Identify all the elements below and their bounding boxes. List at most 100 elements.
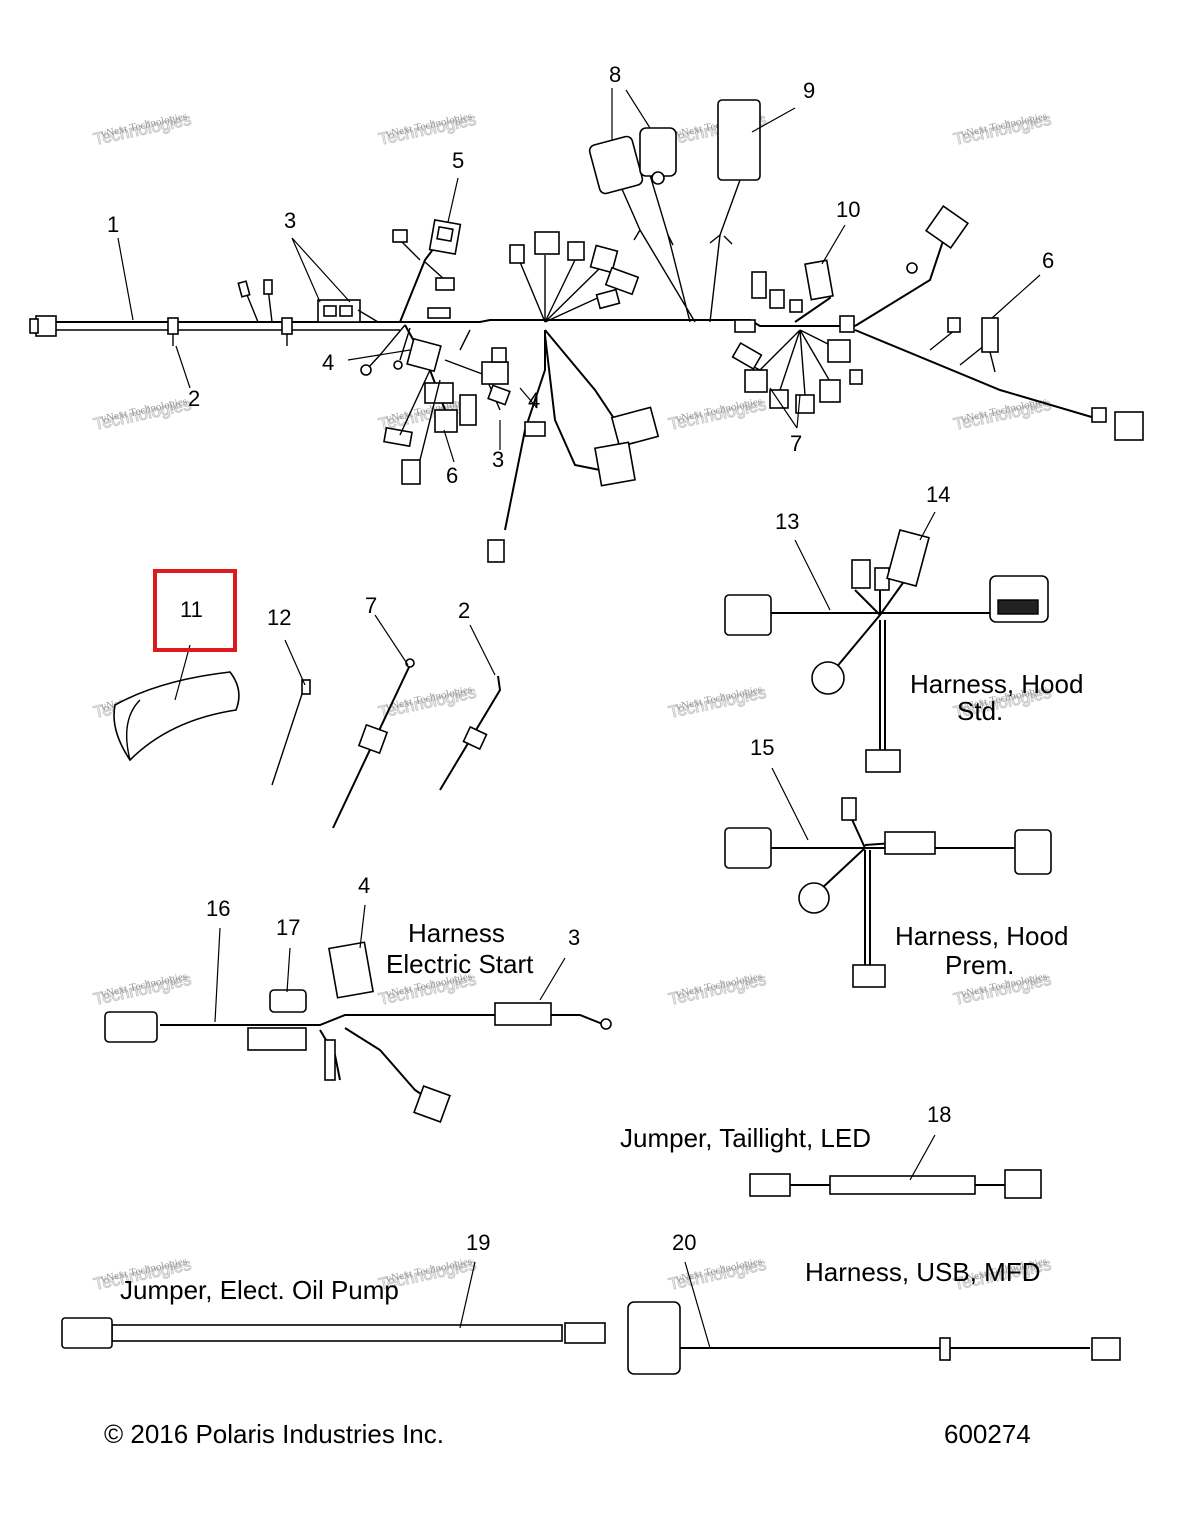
caption-estart-line1: Harness — [408, 918, 505, 948]
caption-hood-std-line1: Harness, Hood — [910, 669, 1083, 699]
usb-connector-20 — [627, 1301, 681, 1375]
callout-19: 19 — [466, 1230, 490, 1255]
connector-15-right — [1014, 829, 1052, 875]
callout-16: 16 — [206, 896, 230, 921]
callout-10: 10 — [836, 197, 860, 222]
connector-3-estart — [494, 1002, 552, 1026]
watermark: Technologies vNext Technologies — [91, 109, 193, 149]
highlight-box-item-11 — [153, 569, 237, 652]
callout-11: 11 — [180, 597, 203, 622]
connector-16 — [104, 1011, 158, 1043]
connector-10 — [804, 259, 834, 301]
caption-estart-line2: Electric Start — [386, 949, 534, 979]
connector-3-top — [317, 299, 379, 323]
watermark: Technologies vNext Technologies — [91, 969, 193, 1009]
jumper-19-connector-right — [564, 1322, 606, 1344]
caption-oil-pump: Jumper, Elect. Oil Pump — [120, 1275, 399, 1305]
connector-15-left — [724, 827, 772, 869]
main-harness — [29, 99, 1144, 563]
callout-20: 20 — [672, 1230, 696, 1255]
sensor-8a — [588, 135, 644, 195]
relay-4 — [328, 941, 374, 999]
connector-large — [610, 406, 660, 448]
callout-3: 3 — [492, 447, 504, 472]
callout-5: 5 — [452, 148, 464, 173]
callout-4: 4 — [358, 873, 370, 898]
connector-13-left — [724, 594, 772, 636]
callout-17: 17 — [276, 915, 300, 940]
caption-hood-prem-line2: Prem. — [945, 950, 1014, 980]
main-harness-end-connector — [35, 315, 57, 337]
callout-18: 18 — [927, 1102, 951, 1127]
callout-1: 1 — [107, 212, 119, 237]
jumper-18-connector-left — [749, 1173, 791, 1197]
watermark: Technologies vNext Technologies — [666, 394, 768, 434]
caption-hood-prem-line1: Harness, Hood — [895, 921, 1068, 951]
watermark: Technologies vNext Technologies — [666, 969, 768, 1009]
callout-12: 12 — [267, 605, 291, 630]
callout-7: 7 — [790, 431, 802, 456]
watermark: Technologies vNext Technologies — [951, 109, 1053, 149]
figure-number: 600274 — [944, 1419, 1031, 1449]
callout-4: 4 — [322, 350, 334, 375]
harness-hood-std — [724, 528, 1049, 773]
sensor-9 — [717, 99, 761, 181]
convoluted-sleeve-11 — [113, 671, 240, 762]
callout-2: 2 — [188, 386, 200, 411]
jumper-19-connector-left — [61, 1317, 113, 1349]
jumper-18-connector-right — [1004, 1169, 1042, 1199]
ring-terminal-4 — [360, 364, 372, 376]
connector-6-right — [981, 317, 999, 353]
leader-lines — [117, 88, 1041, 1349]
footer: © 2016 Polaris Industries Inc. 600274 — [104, 1419, 1031, 1449]
callout-9: 9 — [803, 78, 815, 103]
caption-hood-std-line2: Std. — [957, 696, 1003, 726]
center-connector — [534, 231, 560, 255]
main-harness-trunk — [55, 319, 855, 327]
connector-bottom — [487, 539, 505, 563]
connector-7-cluster — [744, 369, 768, 393]
callout-7: 7 — [365, 593, 377, 618]
jumper-19-sleeve — [111, 1324, 563, 1342]
callout-13: 13 — [775, 509, 799, 534]
connector-3-branch — [481, 361, 509, 385]
harness-usb — [627, 1301, 1121, 1375]
usb-port — [1091, 1337, 1121, 1361]
captions: Harness, Hood Std. Harness, Hood Prem. H… — [120, 669, 1083, 1305]
round-connector — [811, 661, 845, 695]
jumper-18-sleeve — [829, 1175, 976, 1195]
callout-14: 14 — [926, 482, 950, 507]
callout-2: 2 — [458, 598, 470, 623]
watermark: Technologies vNext Technologies — [666, 682, 768, 722]
callouts: 1 2 3 4 5 6 6 3 4 7 8 9 10 11 12 7 2 13 … — [107, 62, 1054, 1255]
harness-hood-prem — [724, 797, 1052, 988]
callout-3: 3 — [568, 925, 580, 950]
watermark: Technologies vNext Technologies — [666, 1254, 768, 1294]
callout-8: 8 — [609, 62, 621, 87]
loose-parts — [113, 658, 502, 829]
ecu-connector — [989, 575, 1049, 623]
caption-taillight: Jumper, Taillight, LED — [620, 1123, 871, 1153]
callout-3: 3 — [284, 208, 296, 233]
fuse-holder-17 — [269, 989, 307, 1013]
watermark: Technologies vNext Technologies — [376, 109, 478, 149]
caption-usb: Harness, USB, MFD — [805, 1257, 1041, 1287]
jumper-oil-pump — [61, 1317, 606, 1349]
watermark: Technologies vNext Technologies — [91, 394, 193, 434]
callout-6: 6 — [446, 463, 458, 488]
callout-4: 4 — [528, 388, 540, 413]
cable-tie-12 — [271, 684, 306, 786]
connector-14 — [886, 528, 930, 588]
copyright-text: © 2016 Polaris Industries Inc. — [104, 1419, 444, 1449]
connector-far-right — [1114, 411, 1144, 441]
connector-13-bottom — [865, 749, 901, 773]
jumper-taillight — [749, 1169, 1042, 1199]
callout-15: 15 — [750, 735, 774, 760]
connector-top-right — [924, 204, 970, 250]
sensor-8b — [639, 127, 677, 177]
connector-17 — [247, 1027, 307, 1051]
connector-cluster — [406, 337, 442, 373]
connector-6 — [401, 459, 421, 485]
clip-2 — [439, 675, 502, 791]
